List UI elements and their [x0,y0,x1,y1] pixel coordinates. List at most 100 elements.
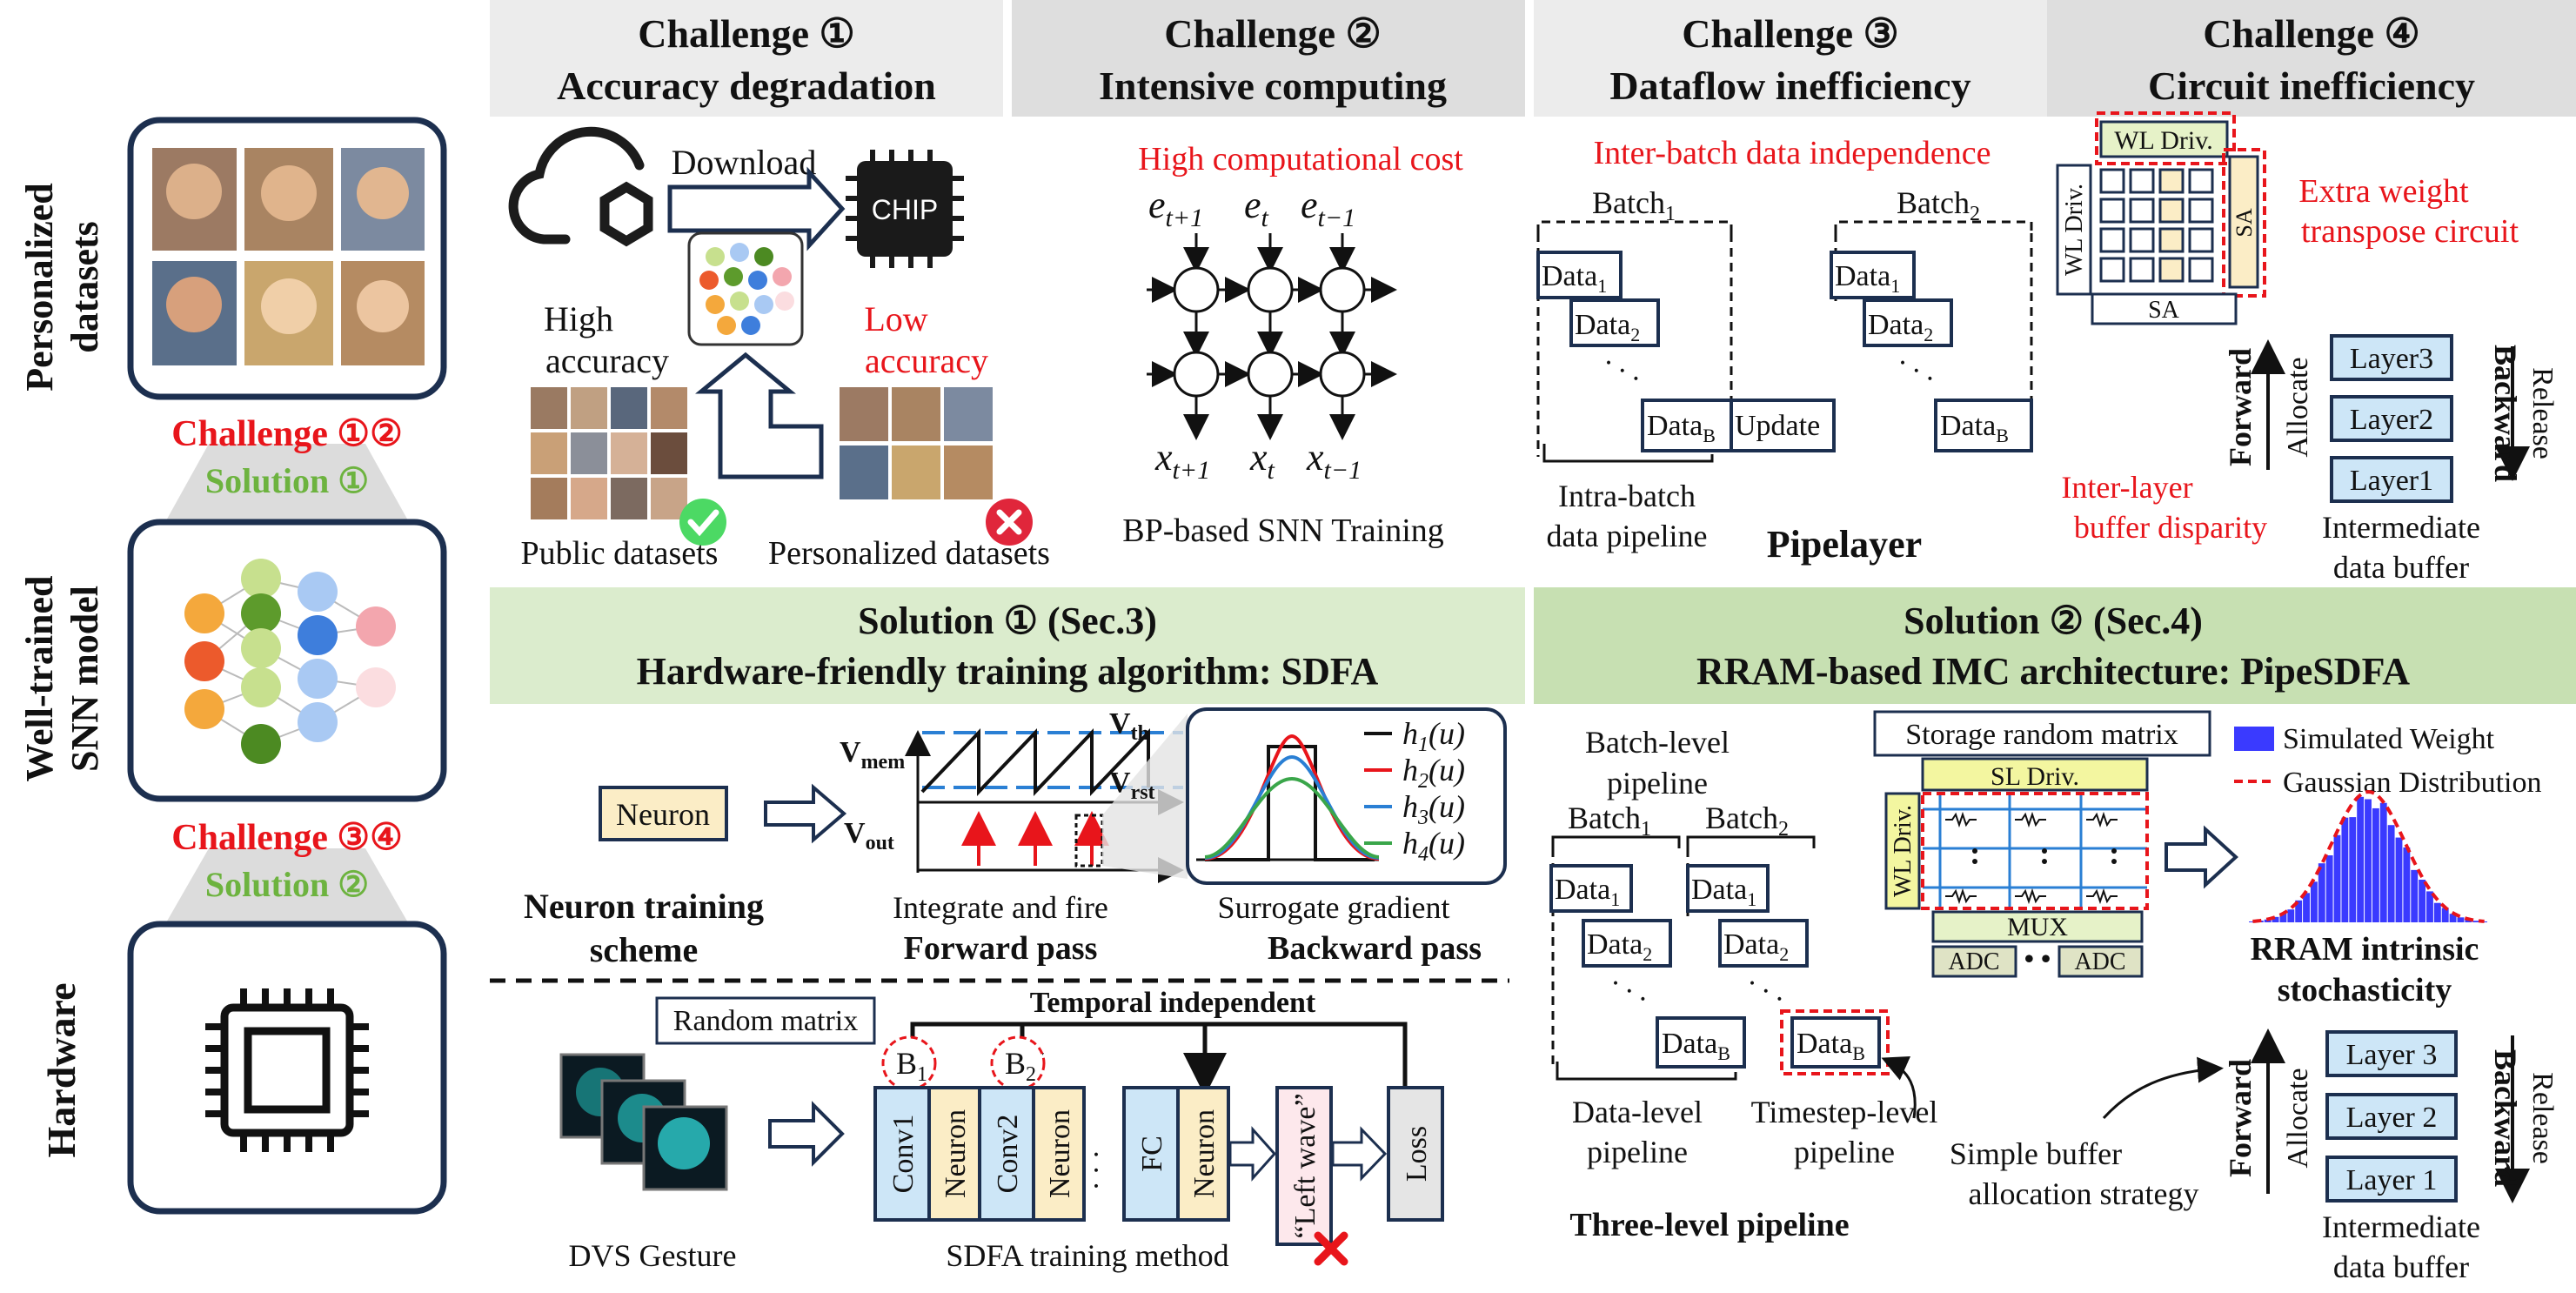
header-s2-title: Solution ② (Sec.4) [1904,600,2203,642]
random-matrix-label: Random matrix [673,1005,858,1037]
s2-release-label: Release [2526,1072,2559,1164]
wl-driv-top [2099,120,2229,158]
header-c2-bg [1012,0,1525,117]
header-s1-bg [490,587,1525,704]
sa-right-highlight [2222,148,2266,298]
chip-icon-c1 [846,150,964,268]
independence-label: Inter-batch data independence [1593,135,1991,171]
neuron-box [599,786,728,841]
neuron-arrow [764,783,847,844]
vrst-label: Vrst [1109,767,1155,804]
personalized-datasets-label-1: Personalized [18,183,61,392]
s2-datab-a: DataB [1662,1028,1730,1064]
b1-marker [881,1035,937,1091]
integrate-fire-label: Integrate and fire [893,890,1108,925]
crossbar-cells [2099,168,2214,283]
funnel-bottom [165,848,409,924]
s2-buffer-label-2: data buffer [2333,1249,2469,1284]
sl-driv-label: SL Driv. [1991,762,2079,791]
histogram-bar [2419,879,2426,922]
header-c1-title: Challenge ① [638,11,855,56]
datab-label-b: DataB [1940,410,2009,446]
loss-label: Loss [1401,1126,1433,1182]
integrate-fire-plot [905,713,1188,883]
header-s2-bg [1534,587,2576,704]
batch2-label: Batch2 [1897,185,1980,225]
wl-driv-top-highlight [2095,111,2236,165]
histogram-bar [2310,881,2318,922]
histogram-bar [2365,799,2372,922]
histogram-bar [2295,900,2303,922]
well-trained-label-2: SNN model [64,586,106,772]
cross-icon [986,499,1033,546]
s2-buffer-label-1: Intermediate [2322,1209,2480,1244]
s2-data1-b: Data1 [1691,874,1756,910]
s2-data1-a: Data1 [1555,874,1620,910]
to-leftwave-arrow [1228,1126,1277,1182]
check-icon [679,499,726,546]
c4-layer3-label: Layer3 [2350,343,2433,375]
svg-text:h2(u): h2(u) [1402,753,1465,793]
sl-driv-box [1921,757,2149,792]
layer-blocks [873,1086,1444,1246]
face-photos [152,148,425,365]
svg-text:xt−1: xt−1 [1306,436,1362,485]
three-level-boxes [1549,864,1881,1069]
surrogate-legend: h1(u) h2(u) h3(u) h4(u) [1364,716,1465,866]
solution-2-panel: Batch-level pipeline Batch1 Batch2 Data1… [1549,710,2559,1284]
funnel-top [165,444,409,522]
c4-buffer-label-2: data buffer [2333,550,2469,585]
solution-headers: Solution ① (Sec.3) Hardware-friendly tra… [490,587,2576,704]
s2-batch2-label: Batch2 [1705,801,1789,841]
c4-layer-stack [2330,334,2453,503]
svg-text:xt: xt [1249,436,1275,485]
s2-dots-b: · · · [1740,967,1792,1015]
solution-1-panel: Neuron Vmem Vout Vth Vrst [490,707,1509,1273]
challenge-headers: Challenge ① Accuracy degradation Challen… [490,0,2576,117]
s2-data2-b: Data2 [1723,928,1789,965]
neuron-box-label: Neuron [616,797,710,832]
simple-buffer-arrow [2102,1056,2224,1120]
histogram-bar [2349,817,2357,922]
histogram-bar [2387,825,2395,922]
public-face-grid [531,387,687,519]
header-c1-bg [490,0,1003,117]
s2-wl-driv-box [1884,792,1921,910]
timestep-level-label-1: Timestep-level [1751,1095,1938,1129]
challenge-2-panel: High computational cost et+1 et et−1 [1122,141,1463,549]
hardware-label: Hardware [39,982,84,1157]
neuron-scheme-label-2: scheme [590,930,698,969]
dvs-frames [559,1053,728,1191]
header-c3-subtitle: Dataflow inefficiency [1609,64,1970,108]
personalized-datasets-label-2: datasets [64,221,106,353]
storage-box [1873,710,2211,757]
vout-label: Vout [844,817,894,854]
challenge-3-panel: Inter-batch data independence Batch1 Bat… [1536,135,2033,566]
header-c3-bg [1534,0,2047,117]
high-accuracy-label-2: accuracy [545,341,669,380]
dots-b: · · · [1890,346,1943,395]
weight-histogram [2249,789,2487,923]
forward-label: Forward [2223,348,2258,466]
adc-box-2 [2057,945,2144,978]
personalized-datasets-caption: Personalized datasets [768,535,1050,572]
storage-label: Storage random matrix [1905,719,2178,751]
low-accuracy-label-1: Low [864,299,927,338]
left-column: Personalized datasets Challenge ①② Solut… [18,117,447,1215]
svg-text:h1(u): h1(u) [1402,716,1465,756]
extra-circuit-label-2: transpose circuit [2301,213,2519,250]
adc-box-1 [1931,945,2017,978]
vth-label: Vth [1109,707,1149,745]
high-accuracy-label-1: High [544,299,613,338]
header-s1-title: Solution ① (Sec.3) [858,600,1157,642]
histogram-bar [2287,909,2295,922]
rram-label-2: stochasticity [2278,972,2452,1008]
b2-marker [990,1035,1046,1091]
histogram-bar [2279,913,2287,922]
rram-crossbar [1923,794,2147,908]
header-s2-subtitle: RRAM-based IMC architecture: PipeSDFA [1696,650,2410,693]
wl-driv-left-label: WL Driv. [2061,184,2088,276]
to-loss-arrow [1331,1126,1388,1182]
solution-1-label: Solution ① [205,461,369,500]
